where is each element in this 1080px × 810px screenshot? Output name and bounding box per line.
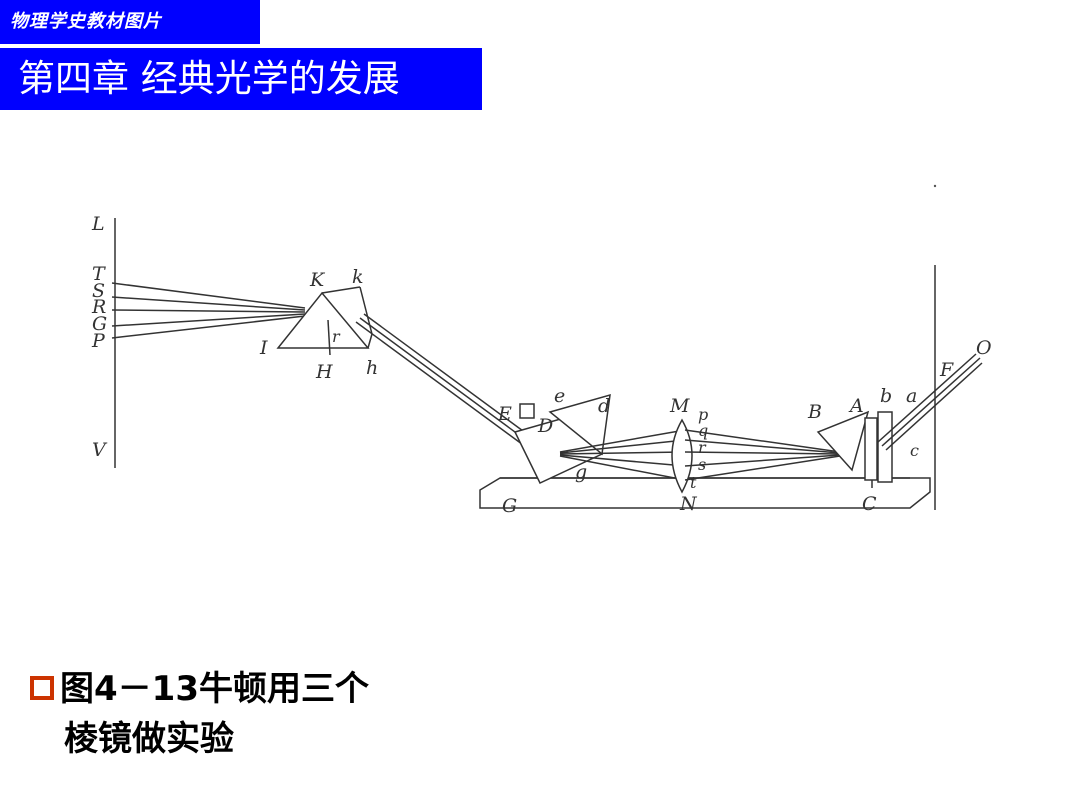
label-q: q (698, 421, 708, 440)
label-B: B (807, 401, 822, 423)
label-N: N (679, 493, 698, 515)
caption-line-1: 图4－13牛顿用三个 (60, 669, 369, 709)
label-D: D (537, 415, 553, 437)
label-I: I (259, 337, 268, 359)
label-S: S (92, 280, 105, 302)
label-M: M (669, 395, 690, 417)
label-t: t (690, 473, 697, 492)
label-C: C (862, 493, 877, 515)
label-F: F (939, 359, 954, 381)
diagram-svg: L T S R G P V K k I r H h E e D d g G M … (91, 184, 992, 517)
label-G: G (92, 313, 107, 335)
slit-plate-b (877, 411, 893, 483)
figure-caption: 图4－13牛顿用三个 棱镜做实验 (30, 664, 369, 764)
series-title-banner: 物理学史教材图片 (0, 0, 260, 44)
slit-plate-a (864, 417, 878, 481)
label-p: p (698, 405, 708, 424)
label-K: K (309, 269, 326, 291)
label-A: A (848, 395, 864, 417)
label-V: V (92, 439, 108, 461)
label-c: c (910, 441, 919, 460)
label-e: e (554, 385, 565, 407)
newton-three-prism-diagram: L T S R G P V K k I r H h E e D d g G M … (60, 150, 1020, 550)
label-T: T (92, 263, 106, 285)
label-d: d (598, 395, 610, 417)
label-E: E (497, 403, 512, 425)
label-r-prism: r (332, 327, 341, 346)
label-P: P (91, 330, 106, 352)
label-a: a (906, 385, 917, 407)
label-s: s (698, 455, 706, 474)
label-r-lens: r (698, 438, 707, 457)
prism-b (816, 410, 870, 472)
label-g: g (575, 461, 587, 483)
series-title: 物理学史教材图片 (10, 11, 162, 32)
label-k: k (352, 266, 364, 288)
label-b: b (880, 385, 892, 407)
prism-k (276, 291, 370, 349)
label-L: L (91, 213, 105, 235)
caption-line-2: 棱镜做实验 (64, 719, 234, 759)
prism-e-holder (519, 403, 535, 419)
label-R: R (91, 296, 106, 318)
label-G-bench: G (502, 495, 517, 517)
bullet-square-icon (30, 675, 54, 700)
chapter-title-banner: 第四章 经典光学的发展 (0, 48, 482, 110)
label-O: O (976, 337, 992, 359)
label-h: h (366, 357, 378, 379)
label-H: H (315, 361, 333, 383)
chapter-title: 第四章 经典光学的发展 (18, 57, 400, 100)
